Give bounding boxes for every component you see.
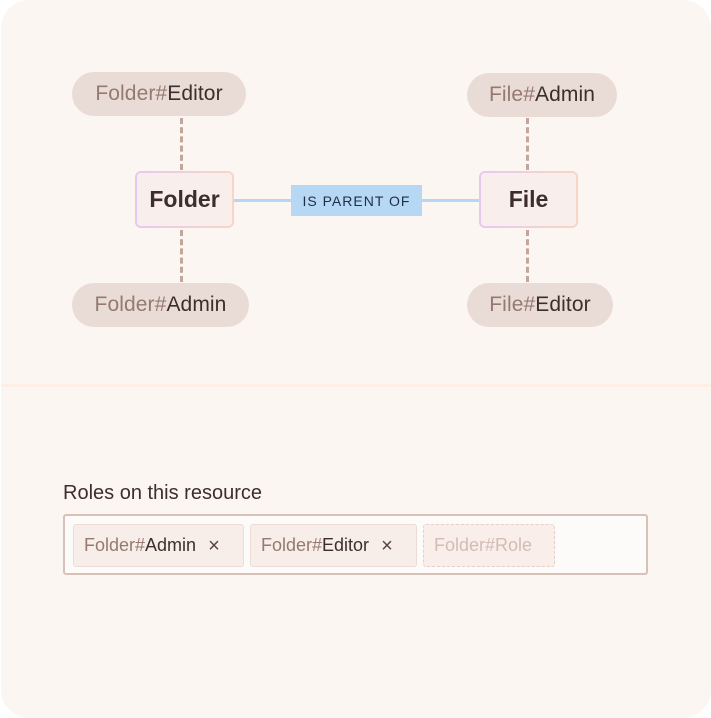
dashed-connector [526,118,532,170]
node-folder[interactable]: Folder [135,171,234,228]
role-pill-folder-admin[interactable]: Folder#Admin [72,283,249,327]
edge-label: IS PARENT OF [291,185,422,216]
role-chip-placeholder[interactable]: Folder#Role [423,524,555,567]
role-name: Editor [167,82,223,105]
chip-role: Editor [322,535,370,555]
role-pill-file-admin[interactable]: File#Admin [467,73,617,117]
role-name: Admin [166,293,227,316]
roles-field-label: Roles on this resource [63,482,262,504]
node-file[interactable]: File [479,171,578,228]
chip-namespace: Folder# [261,535,323,555]
role-name: Admin [535,83,596,106]
chip-namespace: Folder# [84,535,146,555]
chip-role: Admin [145,535,197,555]
role-pill-folder-editor[interactable]: Folder#Editor [72,72,246,116]
role-namespace: File# [488,83,535,106]
node-label: Folder [149,186,220,212]
role-name: Editor [535,293,591,316]
node-label: File [508,186,549,212]
role-pill-file-editor[interactable]: File#Editor [467,283,613,327]
remove-chip-icon[interactable]: × [381,534,393,557]
role-chip: Folder#Admin × [73,524,244,567]
roles-input[interactable]: Folder#Admin × Folder#Editor × Folder#Ro… [63,514,648,575]
section-divider [1,384,711,387]
dashed-connector [180,230,186,282]
remove-chip-icon[interactable]: × [208,534,220,557]
placeholder-text: Folder#Role [434,535,533,555]
dashed-connector [180,118,186,170]
dashed-connector [526,230,532,282]
role-namespace: Folder# [94,293,167,316]
role-chip: Folder#Editor × [250,524,417,567]
edge-line [422,199,479,202]
role-namespace: File# [489,293,536,316]
edge-line [234,199,291,202]
role-namespace: Folder# [95,82,168,105]
